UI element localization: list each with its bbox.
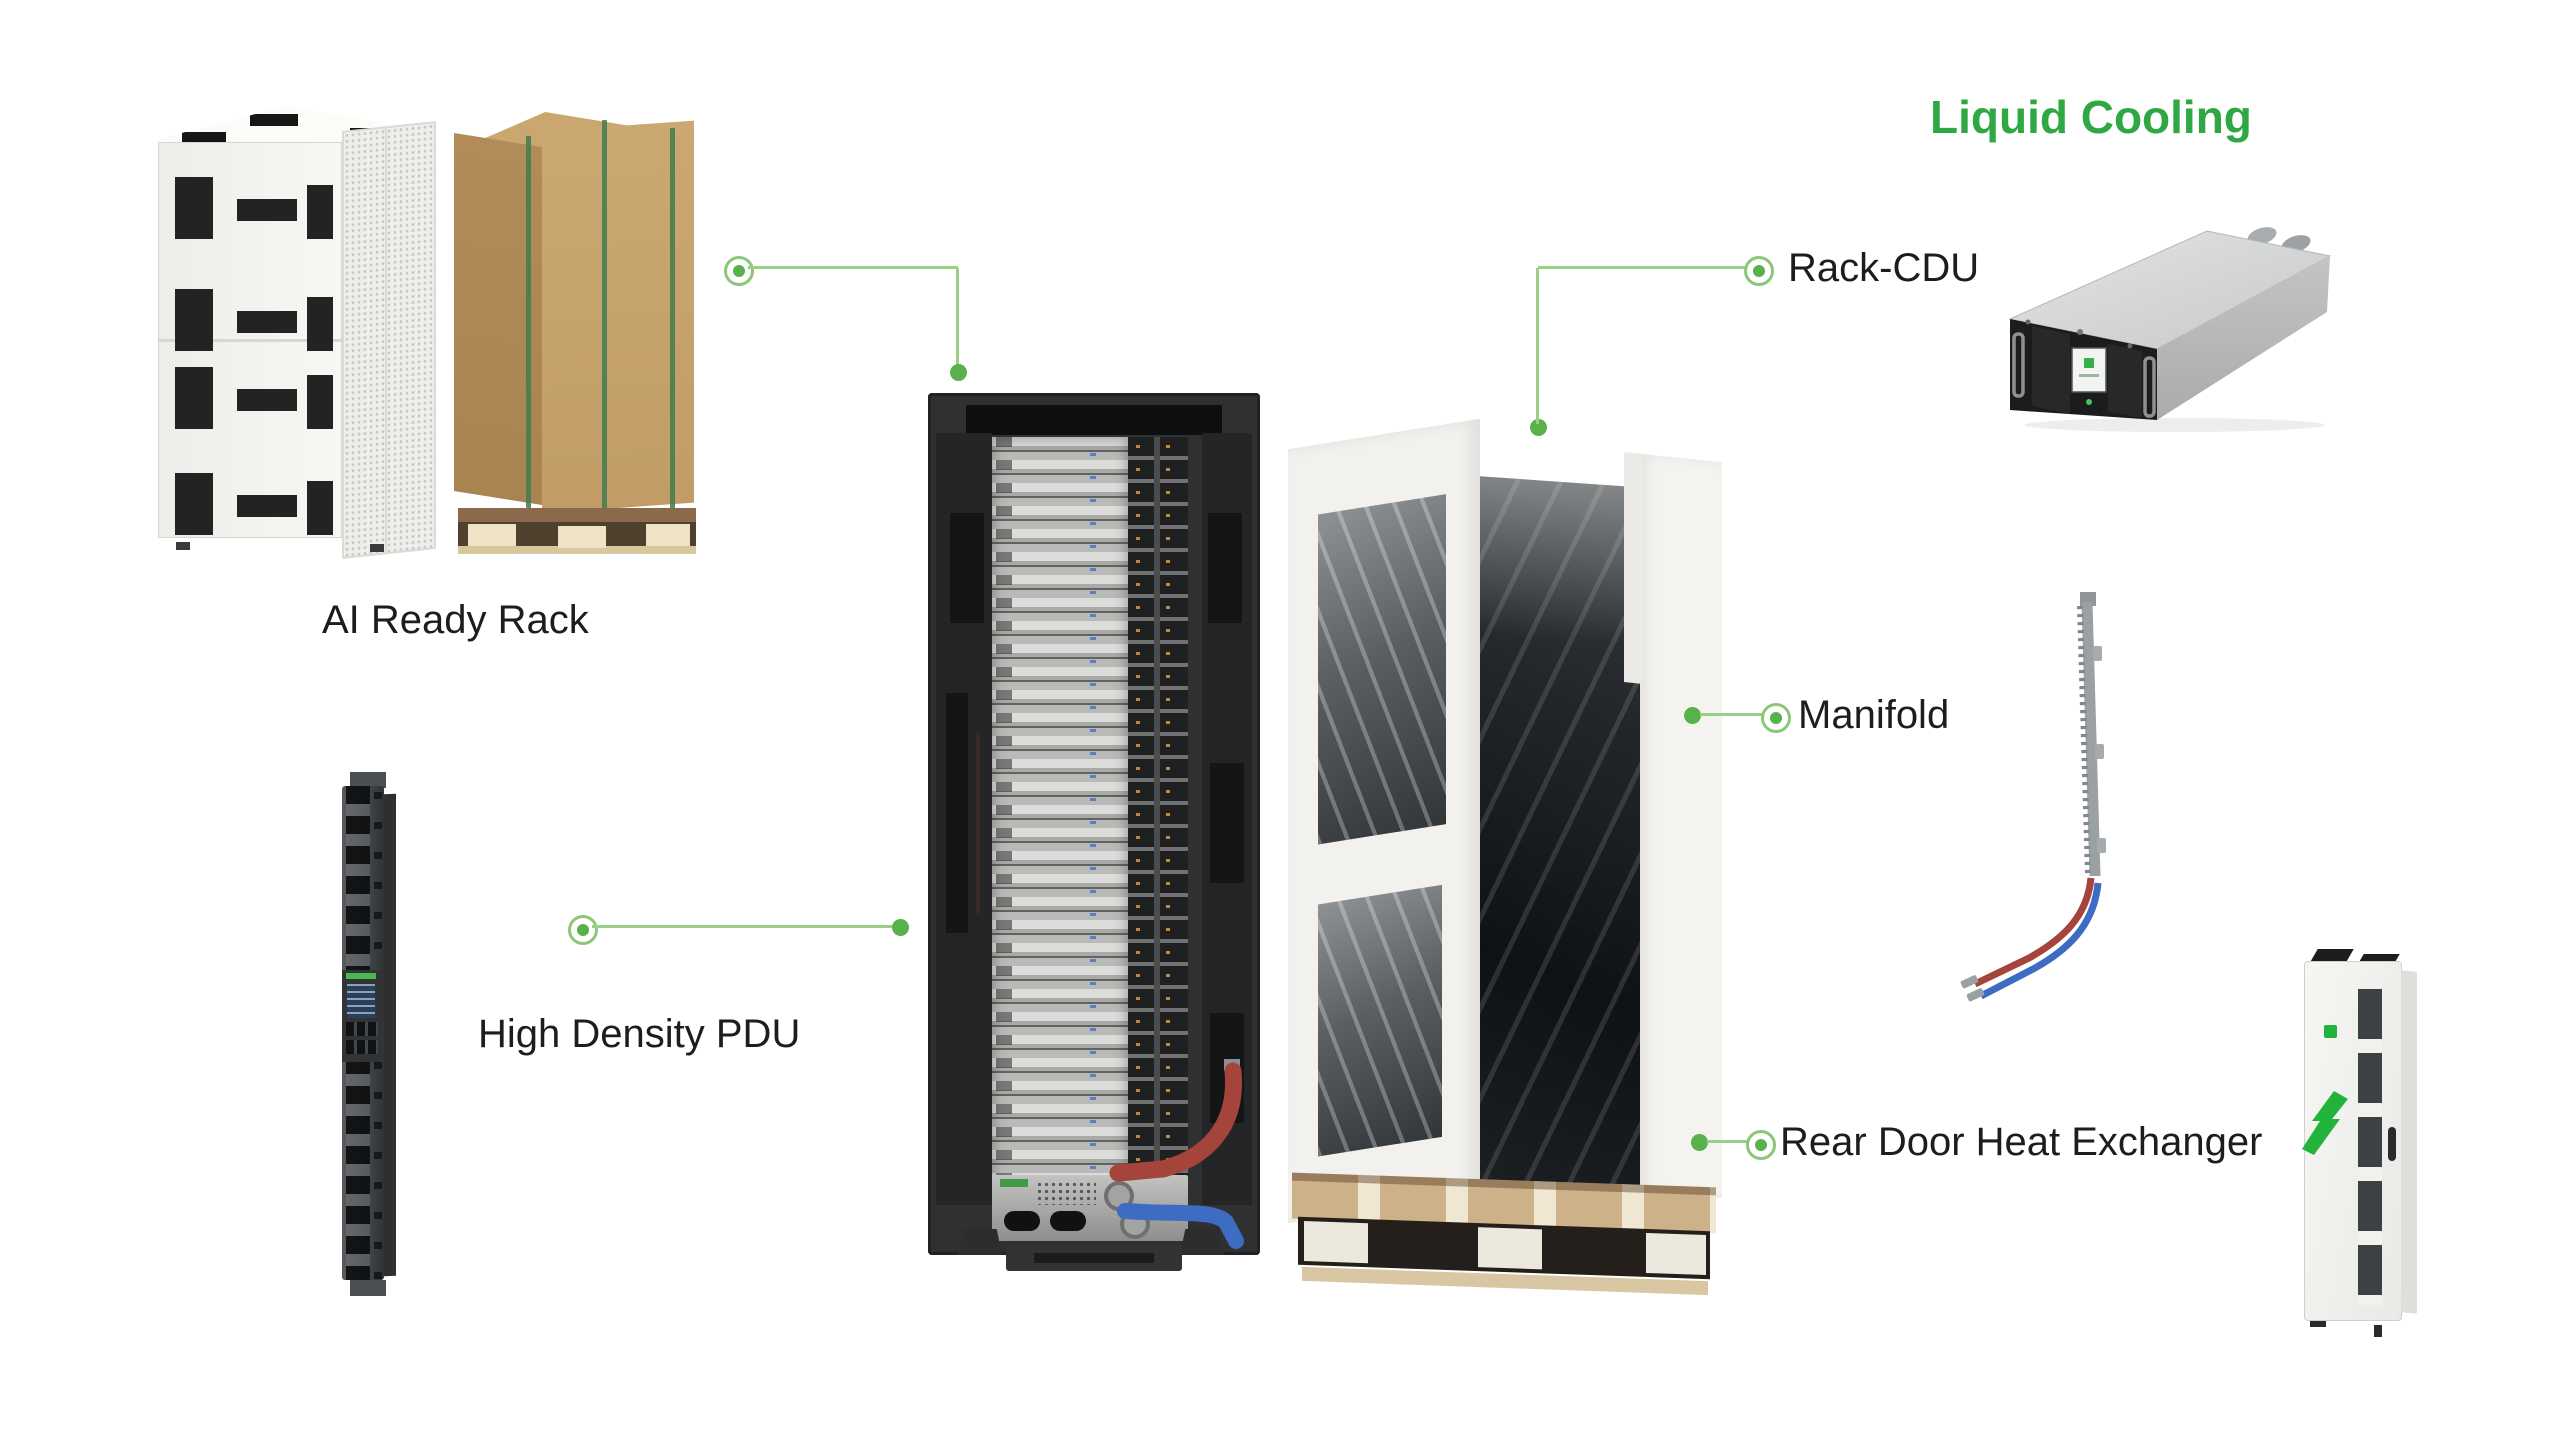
rack-foot xyxy=(958,1229,1002,1255)
rear-door-heat-exchanger-image xyxy=(2300,945,2426,1341)
connector-dot-ai-rack xyxy=(950,364,967,381)
rack-cdu-label: Rack-CDU xyxy=(1788,246,1980,290)
foam-rack-pallet xyxy=(1292,1172,1716,1300)
blue-hose xyxy=(1117,1203,1244,1249)
connector-line-ai-rack-v xyxy=(956,268,959,368)
connector-ring-manifold xyxy=(1761,703,1791,733)
cdu-right-handle xyxy=(2143,356,2156,418)
cdu-right-face xyxy=(2157,256,2330,420)
rdhx-handle xyxy=(2388,1127,2396,1161)
connector-line-rack-cdu-v xyxy=(1536,268,1539,424)
pdu-network-ports xyxy=(346,1022,378,1056)
cdu-shadow xyxy=(2025,418,2325,432)
pdu-display-module xyxy=(342,970,384,1062)
rdhx-side-face xyxy=(2401,970,2417,1314)
ai-ready-rack-label: AI Ready Rack xyxy=(322,598,589,642)
high-density-pdu-label: High Density PDU xyxy=(478,1012,801,1056)
cdu-screw xyxy=(2077,329,2083,335)
foam-rack-right-beam xyxy=(1640,453,1722,1199)
cdu-terminal-block xyxy=(1000,1179,1028,1187)
foam-frame-window xyxy=(1318,884,1442,1157)
rack-psu-column xyxy=(1128,437,1188,1197)
connector-dot-rack-cdu xyxy=(1530,419,1547,436)
red-hose xyxy=(1109,1062,1243,1182)
brand-logo-icon xyxy=(2324,1025,2337,1038)
cdu-left-handle xyxy=(2012,332,2025,398)
manifold-bar xyxy=(2081,601,2101,877)
carton-strap xyxy=(670,127,675,511)
pdu-top-bracket xyxy=(350,772,386,788)
connector-line-rdhx xyxy=(1707,1140,1748,1143)
foam-packaged-rack-image xyxy=(1288,418,1722,1302)
connector-dot-manifold xyxy=(1684,707,1701,724)
manifold-red-hose xyxy=(1973,877,2095,988)
cdu-power-socket xyxy=(1004,1211,1040,1231)
carton-strap xyxy=(602,119,607,511)
pdu-bottom-bracket xyxy=(350,1280,386,1296)
pdu-side-face xyxy=(384,793,396,1277)
connector-line-pdu xyxy=(592,925,900,928)
cdu-display-text-line xyxy=(2079,374,2099,377)
connector-dot-rdhx xyxy=(1691,1134,1708,1151)
cdu-display xyxy=(2071,347,2107,393)
rack-coolant-hoses xyxy=(1109,1059,1244,1249)
white-rack-feet xyxy=(170,536,410,552)
rack-server-stack xyxy=(992,437,1128,1197)
connector-line-rack-cdu-h xyxy=(1538,266,1746,269)
cdu-screw xyxy=(2127,343,2133,349)
manifold-image xyxy=(1960,592,2106,1002)
rack-cdu-image xyxy=(2008,227,2332,432)
carton-strap xyxy=(526,135,531,509)
connector-line-manifold xyxy=(1700,713,1762,716)
rack-top-bar xyxy=(966,405,1222,435)
cdu-power-socket xyxy=(1050,1211,1086,1231)
lightning-bolt-icon xyxy=(2302,1091,2348,1155)
connector-ring-ai-rack xyxy=(724,256,754,286)
rear-door-heat-exchanger-label: Rear Door Heat Exchanger xyxy=(1780,1120,2263,1164)
foam-frame-window xyxy=(1318,494,1446,845)
ai-ready-rack-image xyxy=(150,100,442,562)
cdu-status-led xyxy=(2086,399,2092,405)
rack-left-post xyxy=(936,433,992,1205)
rack-bottom-rail xyxy=(1006,1245,1182,1271)
carton-pallet xyxy=(458,502,696,554)
rdhx-feet xyxy=(2308,1317,2408,1337)
manifold-mount-tab xyxy=(2097,838,2106,853)
liquid-cooling-heading: Liquid Cooling xyxy=(1930,91,2252,143)
connector-ring-pdu xyxy=(568,915,598,945)
cdu-front-grille xyxy=(2108,344,2142,418)
manifold-mount-tab xyxy=(2095,744,2104,759)
rdhx-fan-mesh-column xyxy=(2358,989,2382,1305)
cdu-screw xyxy=(2025,319,2031,325)
connector-ring-rdhx xyxy=(1746,1130,1776,1160)
cdu-front-grille xyxy=(2032,326,2070,414)
connector-line-ai-rack-h xyxy=(748,266,958,269)
manifold-mount-tab xyxy=(2093,646,2102,661)
pdu-screen xyxy=(347,984,375,1018)
hose-fitting xyxy=(1960,975,1979,989)
manifold-label: Manifold xyxy=(1798,693,1950,737)
connector-dot-pdu xyxy=(892,919,909,936)
hose-fitting xyxy=(1966,988,1985,1002)
cdu-display-logo xyxy=(2084,358,2094,368)
foam-rack-left-frame xyxy=(1288,418,1480,1224)
white-rack-side-panel xyxy=(158,142,342,538)
manifold-blue-hose xyxy=(1979,882,2102,1000)
pdu-green-strip xyxy=(346,973,376,979)
assembled-gpu-rack-image xyxy=(928,393,1260,1285)
cdu-vent-holes xyxy=(1036,1181,1096,1205)
rack-foot xyxy=(1180,1229,1224,1255)
packaged-rack-carton-image xyxy=(452,110,710,558)
connector-ring-rack-cdu xyxy=(1744,256,1774,286)
white-rack-perforated-door xyxy=(342,121,436,559)
high-density-pdu-image xyxy=(336,772,402,1296)
